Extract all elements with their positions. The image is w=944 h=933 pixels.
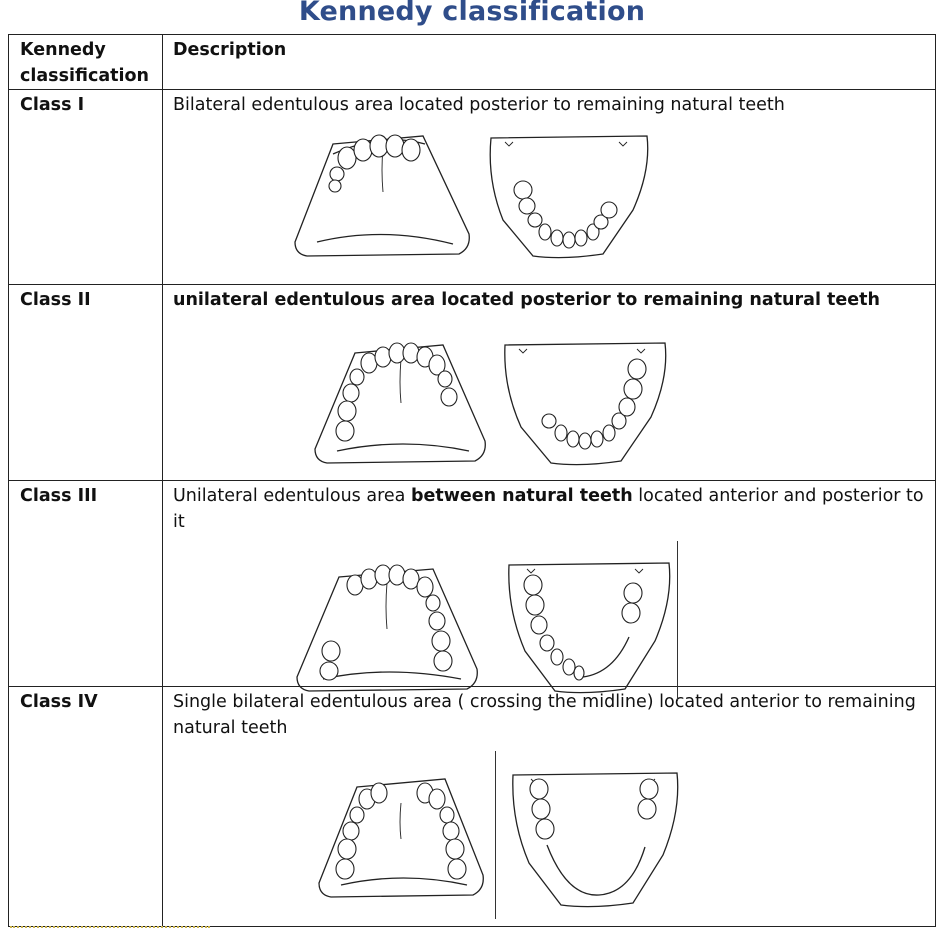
footer-dotted-mark [10,926,210,932]
class-description: Unilateral edentulous area between natur… [173,483,929,535]
maxillary-arch-class-2-icon [314,342,486,464]
class-label: Class III [8,480,163,687]
figure-divider [677,541,678,701]
class-description-cell: Single bilateral edentulous area ( cross… [162,686,936,927]
class-description-emphasis: between natural teeth [410,486,633,506]
mandibular-arch-class-2-icon [504,342,667,466]
class-description-cell: Bilateral edentulous area located poster… [162,89,936,285]
mandibular-arch-class-3-icon [508,562,671,694]
kennedy-classification-table: Kennedy classification Description Class… [8,34,936,927]
class-description: Single bilateral edentulous area ( cross… [173,692,916,738]
maxillary-arch-class-4-icon [318,778,484,898]
class-description: unilateral edentulous area located poste… [173,290,880,310]
page-title: Kennedy classification [298,0,646,27]
table-header-row: Kennedy classification Description [8,34,936,90]
table-row: Class II unilateral edentulous area loca… [8,284,936,481]
maxillary-arch-class-1-icon [294,134,470,257]
header-description: Description [162,34,936,90]
class-label: Class II [8,284,163,481]
class-description-part: Unilateral edentulous area [173,486,411,506]
mandibular-arch-class-4-icon [512,772,679,908]
class-description-cell: Unilateral edentulous area between natur… [162,480,936,701]
header-classification: Kennedy classification [8,34,163,90]
table-row: Class III Unilateral edentulous area bet… [8,480,936,701]
class-description-cell: unilateral edentulous area located poste… [162,284,936,481]
table-row: Class I Bilateral edentulous area locate… [8,89,936,285]
mandibular-arch-class-1-icon [489,135,649,259]
class-description-part: located anterior and posterior to it [173,486,924,532]
class-description: Bilateral edentulous area located poster… [173,95,785,115]
maxillary-arch-class-3-icon [296,564,478,692]
table-row: Class IV Single bilateral edentulous are… [8,686,936,927]
class-label: Class IV [8,686,163,927]
class-label: Class I [8,89,163,285]
figure-divider [495,751,496,919]
